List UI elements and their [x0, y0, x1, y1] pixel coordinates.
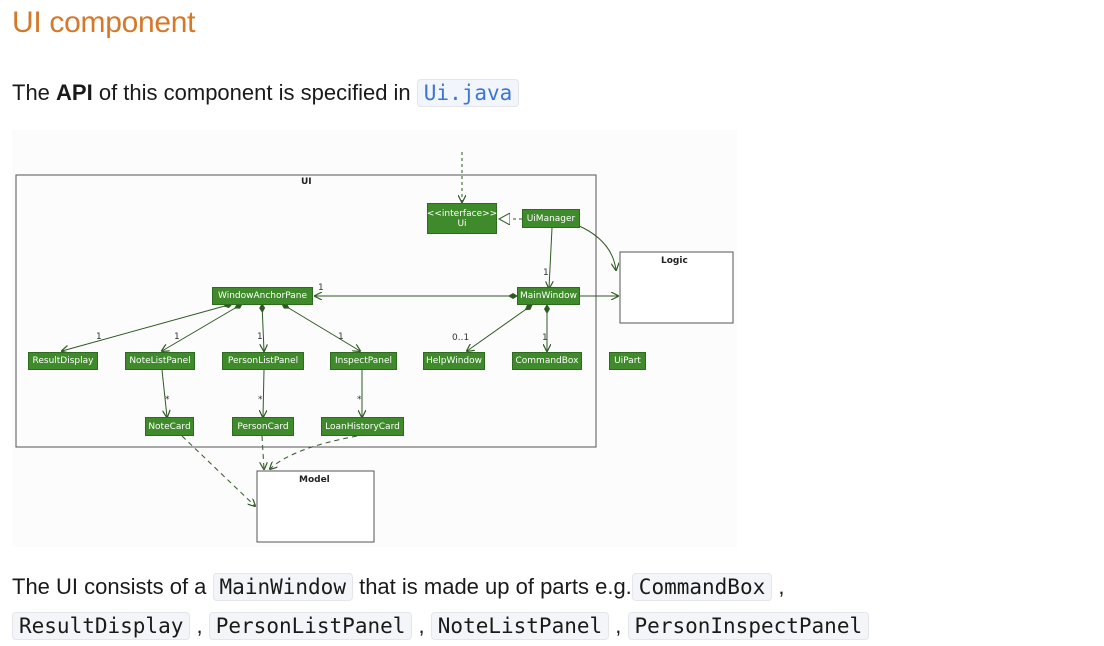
mult-note-card: * [165, 395, 170, 405]
ui-class-diagram: UI Logic Model <<interface>> Ui UiManage… [12, 130, 737, 547]
model-package-frame [256, 470, 375, 543]
ui-package-label: UI [301, 177, 312, 187]
outro-text-1: The UI consists of a [12, 574, 213, 599]
result-display-class: ResultDisplay [28, 352, 98, 370]
note-list-panel-class: NoteListPanel [125, 352, 195, 370]
main-window-class: MainWindow [517, 287, 580, 305]
help-window-class: HelpWindow [423, 352, 485, 370]
intro-text-2: of this component is specified in [92, 80, 417, 105]
mult-person-list: 1 [257, 332, 263, 342]
person-list-panel-class: PersonListPanel [222, 352, 304, 370]
mult-command: 1 [542, 333, 548, 343]
mult-person-card: * [258, 395, 263, 405]
outro-paragraph-line1: The UI consists of a MainWindow that is … [12, 567, 784, 607]
command-box-class: CommandBox [512, 352, 582, 370]
outro-paragraph-line2: ResultDisplay , PersonListPanel , NoteLi… [12, 606, 870, 646]
ui-manager-class: UiManager [522, 209, 580, 228]
mult-note-list: 1 [174, 332, 180, 342]
intro-text-1: The [12, 80, 57, 105]
mult-manager-to-main: 1 [543, 268, 549, 278]
note-card-class: NoteCard [145, 417, 194, 436]
comma-3: , [418, 613, 425, 638]
ui-java-link[interactable]: Ui.java [416, 79, 520, 107]
intro-bold-api: API [56, 80, 93, 105]
section-heading: UI component [12, 6, 196, 39]
code-person-list-panel: PersonListPanel [208, 612, 413, 640]
comma-1: , [778, 574, 785, 599]
code-result-display: ResultDisplay [12, 612, 191, 640]
diagram-lines [15, 152, 734, 543]
mult-help: 0..1 [452, 333, 470, 343]
ui-part-class: UiPart [609, 352, 646, 370]
loan-history-card-class: LoanHistoryCard [321, 417, 404, 436]
inspect-panel-class: InspectPanel [330, 352, 397, 370]
code-person-inspect-panel: PersonInspectPanel [627, 612, 870, 640]
mult-inspect: 1 [338, 332, 344, 342]
model-package-label: Model [299, 475, 330, 485]
mult-main-to-anchor: 1 [318, 283, 324, 293]
logic-package-frame [619, 251, 734, 324]
comma-2: , [196, 613, 203, 638]
ui-interface-class: <<interface>> Ui [427, 203, 497, 234]
intro-paragraph: The API of this component is specified i… [12, 73, 520, 113]
person-card-class: PersonCard [232, 417, 294, 436]
code-main-window: MainWindow [212, 573, 353, 601]
mult-result-display: 1 [96, 332, 102, 342]
logic-package-label: Logic [661, 256, 688, 266]
outro-text-2: that is made up of parts e.g. [352, 574, 632, 599]
code-command-box: CommandBox [631, 573, 773, 601]
window-anchor-pane-class: WindowAnchorPane [212, 287, 313, 305]
comma-4: , [615, 613, 622, 638]
code-note-list-panel: NoteListPanel [430, 612, 610, 640]
mult-loan-card: * [357, 395, 362, 405]
ui-package-frame [15, 174, 597, 448]
